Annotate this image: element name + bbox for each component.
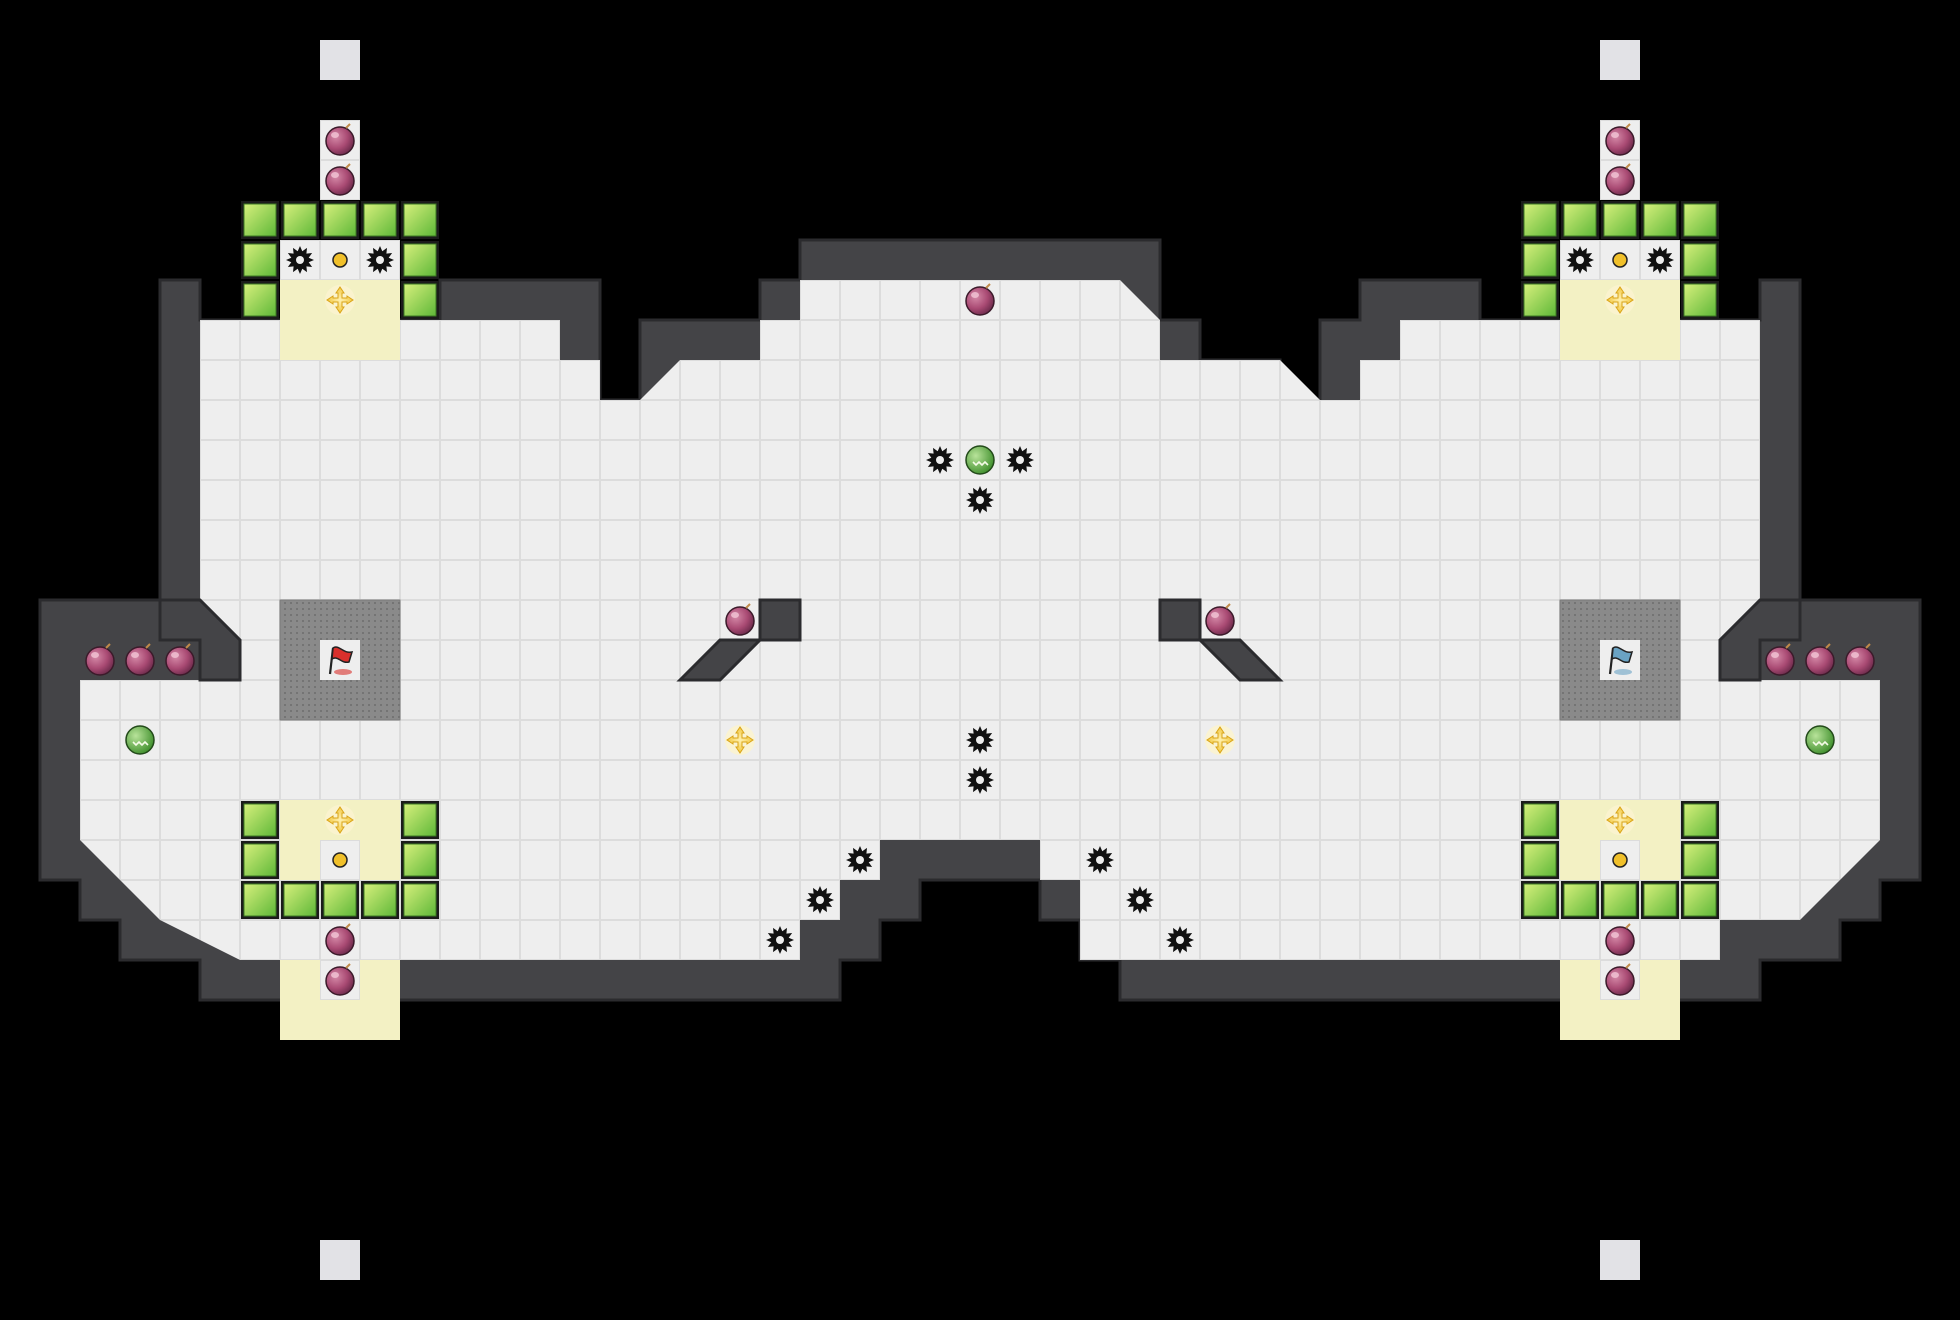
powerup-icon[interactable] — [325, 285, 355, 315]
bomb-icon[interactable] — [85, 643, 115, 676]
gate-icon[interactable] — [1601, 201, 1639, 239]
spike-icon[interactable] — [1646, 246, 1674, 274]
spike-icon[interactable] — [366, 246, 394, 274]
gate-icon[interactable] — [241, 241, 279, 279]
gate-icon[interactable] — [281, 201, 319, 239]
gate-icon[interactable] — [241, 841, 279, 879]
blue-base — [1559, 599, 1681, 721]
gate-icon[interactable] — [241, 281, 279, 319]
powerup-icon[interactable] — [1205, 725, 1235, 755]
powerup-icon[interactable] — [1605, 805, 1635, 835]
gate-icon[interactable] — [281, 881, 319, 919]
gate-icon[interactable] — [1521, 201, 1559, 239]
gate-icon[interactable] — [1681, 201, 1719, 239]
bomb-icon[interactable] — [1205, 603, 1235, 636]
gate-icon[interactable] — [401, 841, 439, 879]
gate-icon[interactable] — [1681, 841, 1719, 879]
gate-icon[interactable] — [401, 241, 439, 279]
gate-icon[interactable] — [1681, 241, 1719, 279]
spike-icon[interactable] — [1006, 446, 1034, 474]
inner-walls — [158, 598, 1802, 682]
gate-icon[interactable] — [361, 881, 399, 919]
gate-icon[interactable] — [1681, 281, 1719, 319]
flag-icon[interactable] — [328, 646, 354, 675]
bomb-icon[interactable] — [965, 283, 995, 316]
spike-icon[interactable] — [966, 726, 994, 754]
powerup-icon[interactable] — [1605, 285, 1635, 315]
gate-icon[interactable] — [401, 881, 439, 919]
gate-icon[interactable] — [1561, 881, 1599, 919]
spike-icon[interactable] — [966, 486, 994, 514]
powerup-icon[interactable] — [725, 725, 755, 755]
bomb-icon[interactable] — [725, 603, 755, 636]
gate-icon[interactable] — [1681, 801, 1719, 839]
gate-icon[interactable] — [1641, 201, 1679, 239]
bomb-icon[interactable] — [1605, 123, 1635, 156]
gate-icon[interactable] — [241, 881, 279, 919]
portal-icon[interactable] — [1600, 40, 1640, 80]
spike-icon[interactable] — [926, 446, 954, 474]
spike-icon[interactable] — [1566, 246, 1594, 274]
gate-icon[interactable] — [1601, 881, 1639, 919]
spike-icon[interactable] — [1166, 926, 1194, 954]
bomb-icon[interactable] — [1605, 163, 1635, 196]
button-icon[interactable] — [1612, 852, 1628, 868]
button-icon[interactable] — [332, 852, 348, 868]
spike-icon[interactable] — [766, 926, 794, 954]
bomb-icon[interactable] — [1805, 643, 1835, 676]
flag-icon[interactable] — [1608, 646, 1634, 675]
spike-icon[interactable] — [806, 886, 834, 914]
boost-icon[interactable] — [965, 445, 995, 475]
gate-icon[interactable] — [401, 281, 439, 319]
floor — [80, 280, 1880, 1040]
gate-icon[interactable] — [241, 801, 279, 839]
bomb-icon[interactable] — [325, 123, 355, 156]
portal-icon[interactable] — [320, 1240, 360, 1280]
bomb-icon[interactable] — [125, 643, 155, 676]
gate-icon[interactable] — [1521, 881, 1559, 919]
boost-icon[interactable] — [1805, 725, 1835, 755]
gate-icon[interactable] — [1681, 881, 1719, 919]
gate-icon[interactable] — [1521, 801, 1559, 839]
gate-icon[interactable] — [1521, 241, 1559, 279]
bomb-icon[interactable] — [325, 163, 355, 196]
gate-icon[interactable] — [1641, 881, 1679, 919]
bomb-icon[interactable] — [1605, 963, 1635, 996]
gate-icon[interactable] — [1521, 841, 1559, 879]
button-icon[interactable] — [1612, 252, 1628, 268]
bomb-icon[interactable] — [325, 923, 355, 956]
spike-icon[interactable] — [1126, 886, 1154, 914]
button-icon[interactable] — [332, 252, 348, 268]
portals — [320, 40, 1640, 1280]
gate-icon[interactable] — [321, 201, 359, 239]
map-items — [85, 123, 1875, 996]
spike-icon[interactable] — [1086, 846, 1114, 874]
spike-icon[interactable] — [966, 766, 994, 794]
portal-icon[interactable] — [1600, 1240, 1640, 1280]
spike-icon[interactable] — [286, 246, 314, 274]
bomb-icon[interactable] — [1845, 643, 1875, 676]
gate-icon[interactable] — [1561, 201, 1599, 239]
team-bases — [279, 599, 1681, 721]
portal-icon[interactable] — [320, 40, 360, 80]
bomb-icon[interactable] — [325, 963, 355, 996]
bomb-icon[interactable] — [165, 643, 195, 676]
gate-icon[interactable] — [321, 881, 359, 919]
gate-icon[interactable] — [401, 201, 439, 239]
powerup-icon[interactable] — [325, 805, 355, 835]
gate-icon[interactable] — [241, 201, 279, 239]
gate-icon[interactable] — [361, 201, 399, 239]
gate-icon[interactable] — [401, 801, 439, 839]
spike-icon[interactable] — [846, 846, 874, 874]
gate-icon[interactable] — [1521, 281, 1559, 319]
bomb-icon[interactable] — [1605, 923, 1635, 956]
bomb-icon[interactable] — [1765, 643, 1795, 676]
boost-icon[interactable] — [125, 725, 155, 755]
